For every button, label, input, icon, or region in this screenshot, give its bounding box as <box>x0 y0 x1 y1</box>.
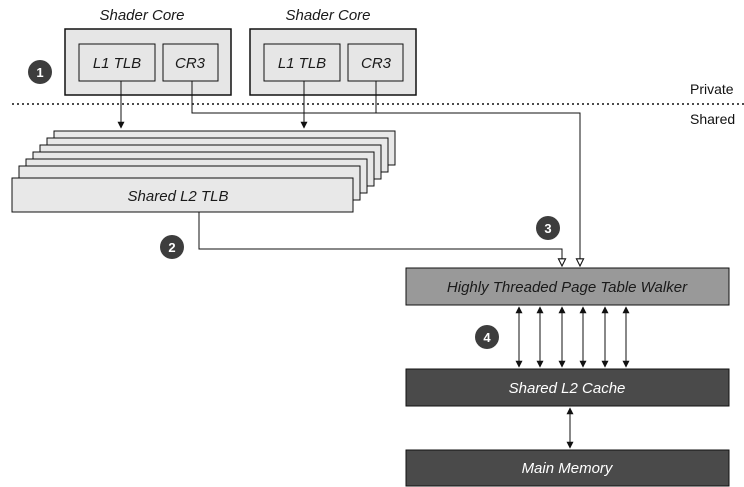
cr3-to-walker-line <box>191 81 580 266</box>
main-memory <box>405 449 730 487</box>
private-region-label: Private <box>690 81 734 97</box>
step-badge-2: 2 <box>160 235 184 259</box>
page-table-walker-label: Highly Threaded Page Table Walker <box>447 279 688 296</box>
shared-l2-tlb-label: Shared L2 TLB <box>128 188 229 205</box>
step-badge-3: 3 <box>536 216 560 240</box>
shared-l2-cache <box>405 368 730 407</box>
shared-l2-tlb <box>11 177 354 213</box>
shader-core-2: Shader Core L1 TLB CR3 <box>249 7 417 96</box>
l2-tlb-to-walker-line <box>198 212 562 266</box>
step-badge-2-label: 2 <box>168 240 175 255</box>
step-badge-3-label: 3 <box>544 221 551 236</box>
shared-region-label: Shared <box>690 111 735 127</box>
shader-core-1-cr3 <box>162 43 219 82</box>
shader-core-2-l1-tlb <box>263 43 341 82</box>
shader-core-2-cr3 <box>347 43 404 82</box>
shader-core-1: Shader Core L1 TLB CR3 <box>64 7 232 96</box>
shared-l2-cache-label: Shared L2 Cache <box>509 380 626 397</box>
step-badge-4-label: 4 <box>483 330 491 345</box>
step-badge-4: 4 <box>475 325 499 349</box>
step-badge-1: 1 <box>28 60 52 84</box>
page-table-walker <box>405 267 730 306</box>
main-memory-label: Main Memory <box>522 460 614 477</box>
shared-l2-tlb-stack: Shared L2 TLB <box>11 130 396 213</box>
shader-core-2-cr3-label: CR3 <box>361 55 392 72</box>
shader-core-1-title: Shader Core <box>99 7 184 24</box>
step-badge-1-label: 1 <box>36 65 43 80</box>
shader-core-1-l1-tlb-label: L1 TLB <box>93 55 141 72</box>
shader-core-2-l1-tlb-label: L1 TLB <box>278 55 326 72</box>
shader-core-2-title: Shader Core <box>285 7 370 24</box>
shader-core-1-cr3-label: CR3 <box>175 55 206 72</box>
shader-core-1-l1-tlb <box>78 43 156 82</box>
walker-cache-arrows <box>515 306 630 368</box>
